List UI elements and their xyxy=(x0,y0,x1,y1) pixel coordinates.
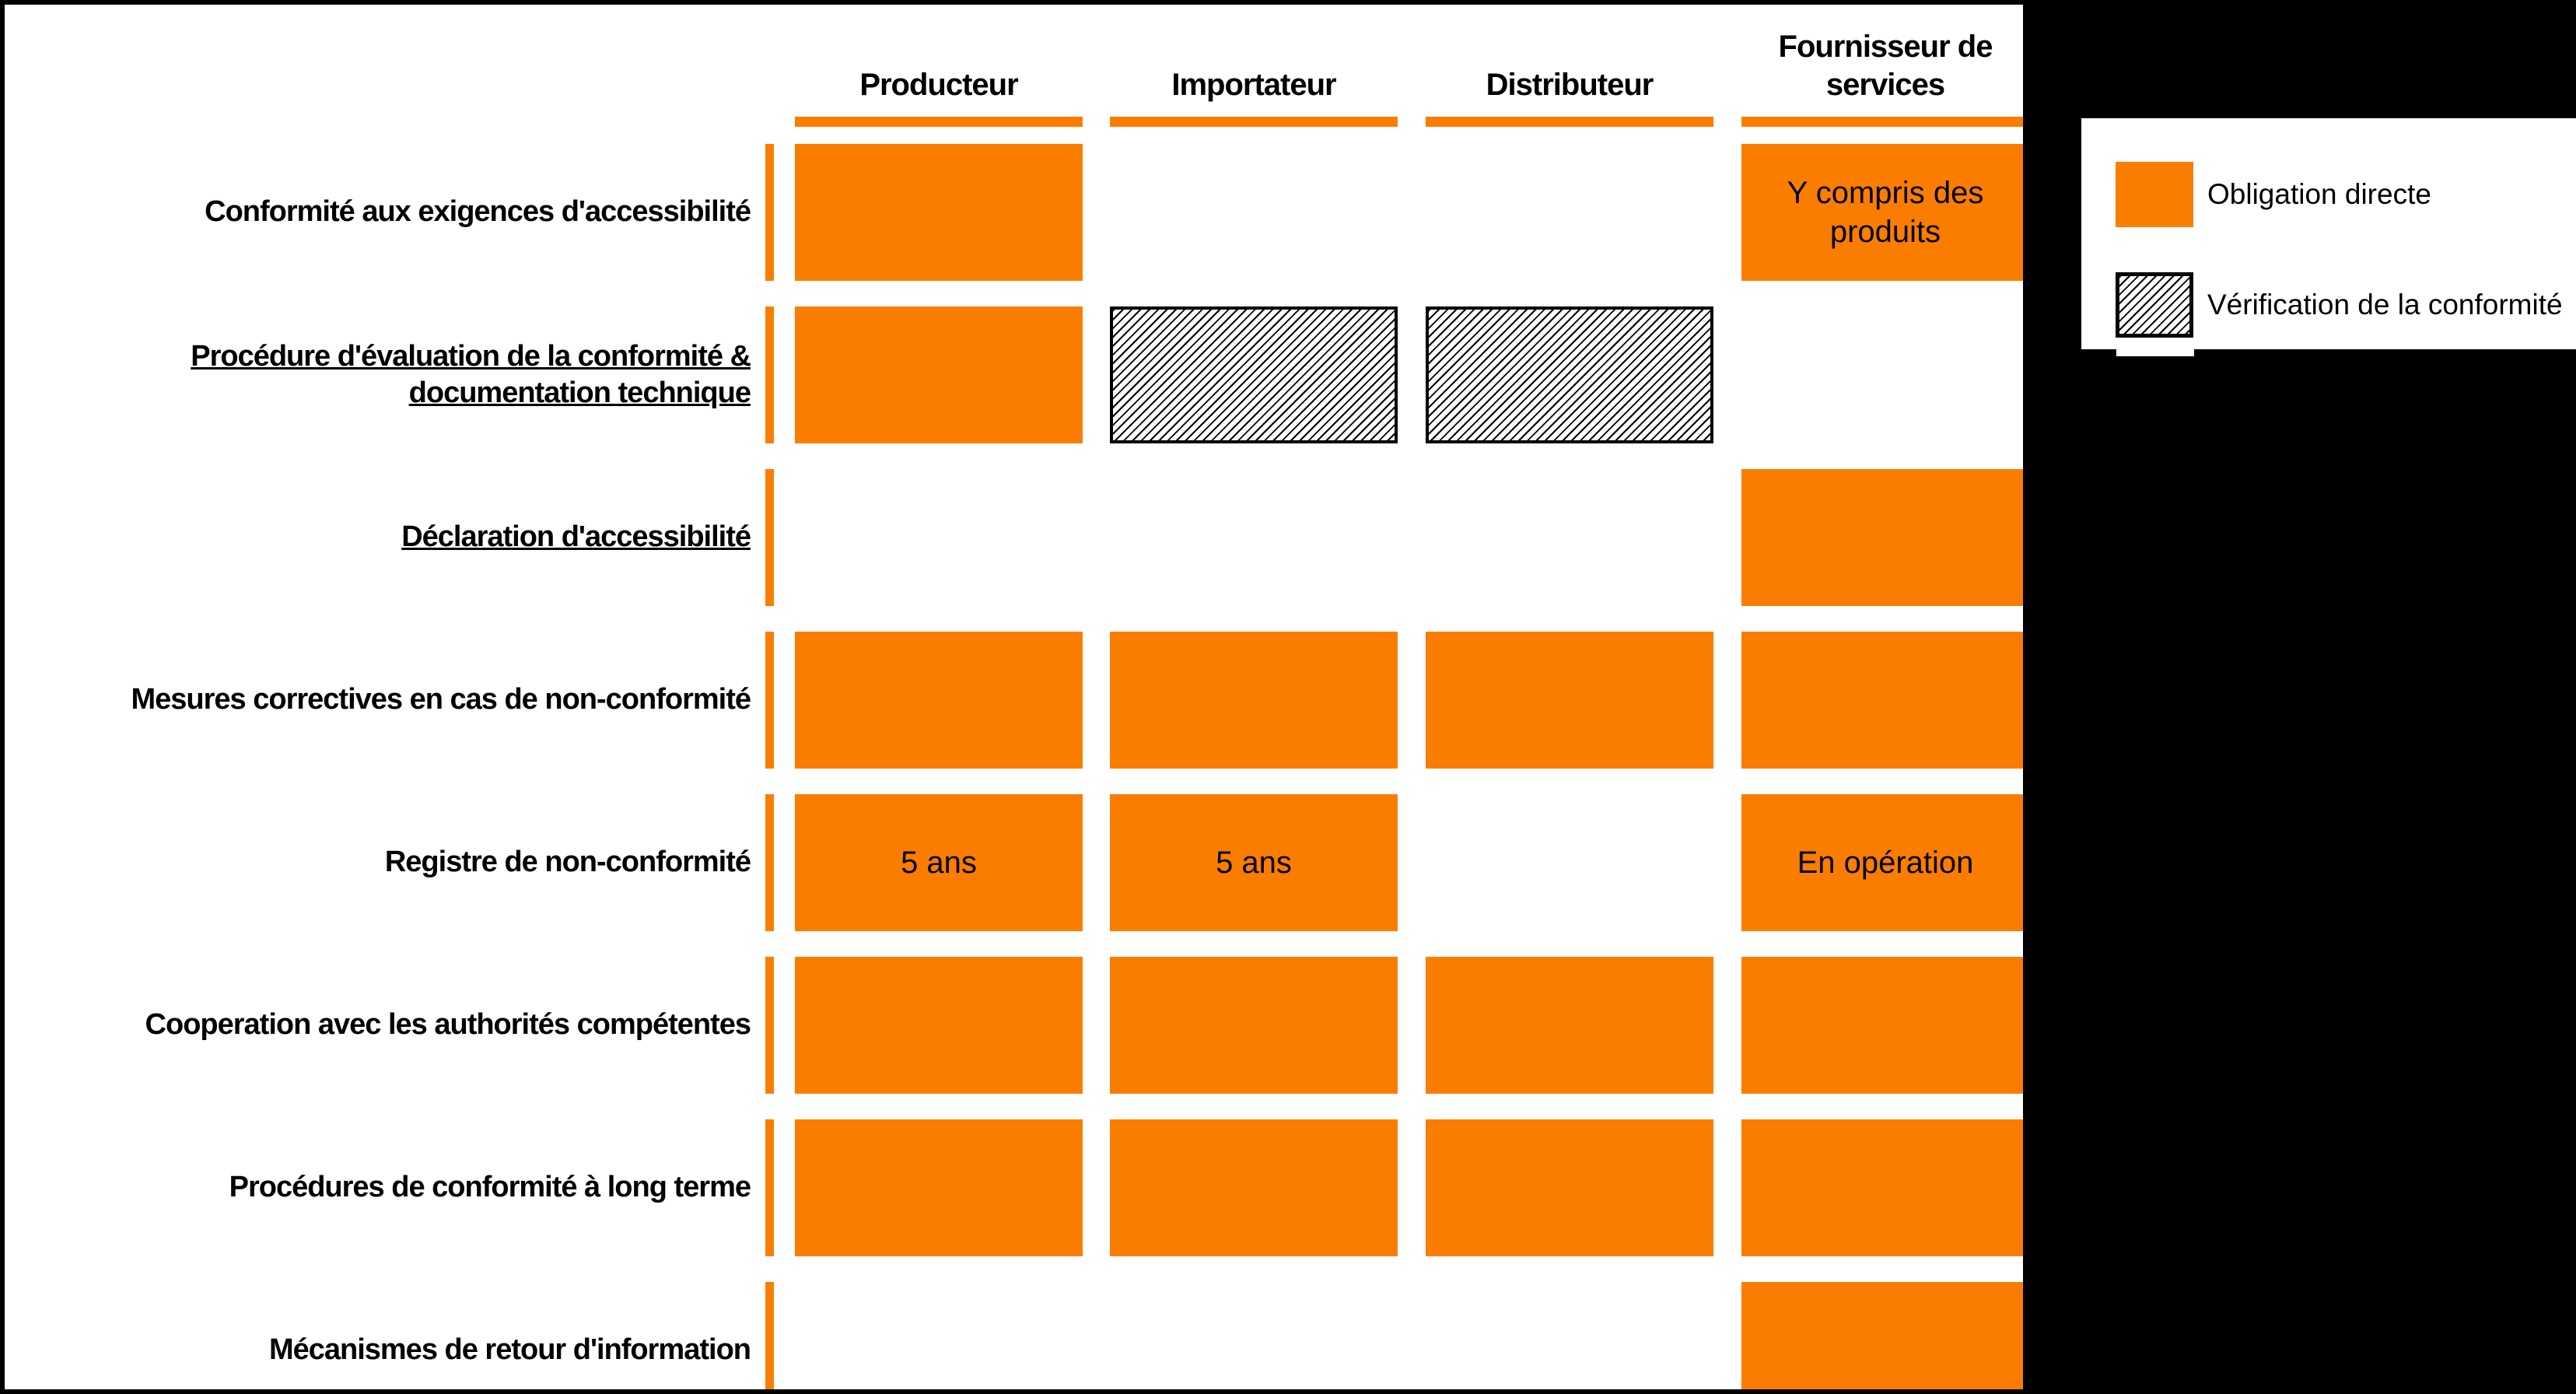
cell-fournisseur-direct xyxy=(1741,957,2029,1094)
cell-producteur-direct xyxy=(795,144,1083,281)
cell-distributeur-direct xyxy=(1426,1119,1713,1256)
legend: Obligation directe Vérification de la co… xyxy=(2081,118,2576,349)
row-accent-bar xyxy=(765,1119,774,1256)
row-accent-bar xyxy=(765,306,774,443)
cell-importateur-direct xyxy=(1110,632,1398,769)
cell-fournisseur-direct xyxy=(1741,469,2029,606)
cell-fournisseur-direct: En opération xyxy=(1741,794,2029,931)
cell-distributeur-direct xyxy=(1426,632,1713,769)
legend-item-direct: Obligation directe xyxy=(2116,162,2431,227)
column-header-label: Distributeur xyxy=(1486,68,1654,103)
frame-left-line xyxy=(0,0,5,1394)
row-label: Conformité aux exigences d'accessibilité xyxy=(205,195,751,229)
legend-label: Obligation directe xyxy=(2207,178,2431,210)
cell-distributeur-direct xyxy=(1426,957,1713,1094)
black-bottom-bar xyxy=(0,1389,2576,1394)
column-header-label: Importateur xyxy=(1171,68,1336,103)
row-label: Procédures de conformité à long terme xyxy=(229,1171,751,1204)
row-label: Cooperation avec les authorités compéten… xyxy=(145,1008,751,1042)
cell-fournisseur-direct xyxy=(1741,632,2029,769)
row-label: Procédure d'évaluation de la conformité … xyxy=(191,339,751,410)
cell-fournisseur-direct xyxy=(1741,1119,2029,1256)
column-header-importateur: Importateur xyxy=(1075,0,1433,117)
cell-producteur-direct xyxy=(795,632,1083,769)
cell-distributeur-verification xyxy=(1426,306,1713,443)
row-accent-bar xyxy=(765,632,774,769)
row-accent-bar xyxy=(765,1282,774,1394)
header-rule-importateur xyxy=(1110,117,1398,127)
row-label: Mécanismes de retour d'information xyxy=(268,1333,751,1367)
column-header-producteur: Producteur xyxy=(760,0,1118,117)
cell-producteur-direct xyxy=(795,306,1083,443)
legend-label: Vérification de la conformité xyxy=(2207,289,2563,320)
column-header-fournisseur: Fournisseur de services xyxy=(1706,0,2064,117)
legend-item-verification: Vérification de la conformité xyxy=(2116,272,2563,338)
cell-producteur-direct: 5 ans xyxy=(795,794,1083,931)
row-accent-bar xyxy=(765,794,774,931)
row-label: Mesures correctives en cas de non-confor… xyxy=(131,683,751,716)
cell-fournisseur-direct xyxy=(1741,1282,2029,1394)
cell-importateur-verification xyxy=(1110,306,1398,443)
row-accent-bar xyxy=(765,957,774,1094)
legend-clipped-swatch-stub xyxy=(2116,349,2194,356)
frame-top-line xyxy=(0,0,2576,5)
column-header-label: Fournisseur de services xyxy=(1778,30,1993,103)
header-rule-fournisseur xyxy=(1741,117,2029,127)
row-label: Registre de non-conformité xyxy=(384,846,751,879)
cell-producteur-direct xyxy=(795,957,1083,1094)
row-accent-bar xyxy=(765,469,774,606)
column-header-distributeur: Distributeur xyxy=(1391,0,1748,117)
legend-swatch-direct-obligation xyxy=(2116,162,2193,227)
header-rule-distributeur xyxy=(1426,117,1713,127)
cell-fournisseur-direct: Y compris des produits xyxy=(1741,144,2029,281)
row-accent-bar xyxy=(765,144,774,281)
cell-importateur-direct xyxy=(1110,957,1398,1094)
column-header-label: Producteur xyxy=(859,68,1018,103)
cell-producteur-direct xyxy=(795,1119,1083,1256)
cell-importateur-direct: 5 ans xyxy=(1110,794,1398,931)
legend-swatch-verification xyxy=(2116,272,2193,338)
row-label: Déclaration d'accessibilité xyxy=(401,520,751,554)
cell-importateur-direct xyxy=(1110,1119,1398,1256)
header-rule-producteur xyxy=(795,117,1083,127)
